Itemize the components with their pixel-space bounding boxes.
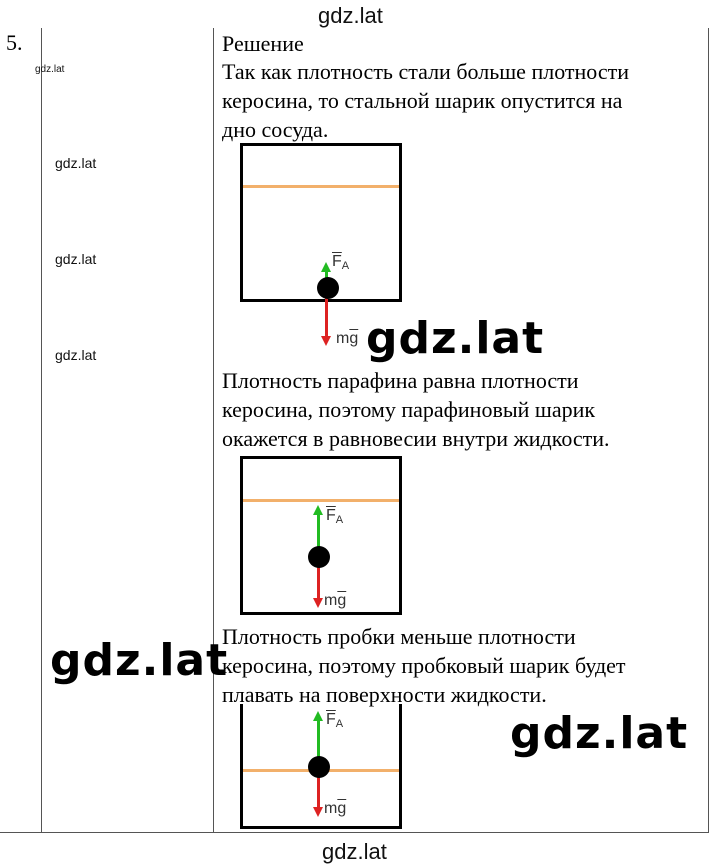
gravity-label-3: mg [324, 800, 347, 817]
watermark-left-3: gdz.lat [55, 347, 97, 363]
gravity-label-1: mg [336, 330, 359, 347]
watermark-left-2: gdz.lat [55, 251, 97, 267]
buoyant-label-3: FA [326, 711, 344, 730]
gravity-arrowhead-1 [321, 336, 331, 346]
paragraph-paraffin-line-3: окажется в равновесии внутри жидкости. [222, 426, 610, 451]
gravity-arrow-3 [317, 776, 320, 807]
steel-ball [317, 277, 339, 299]
buoyant-arrow-2 [317, 514, 320, 556]
paragraph-steel-line-2: керосина, то стальной шарик опустится на [222, 88, 623, 113]
paragraph-cork-line-3: плавать на поверхности жидкости. [222, 682, 547, 707]
gravity-arrowhead-3 [313, 807, 323, 817]
kerosene-level-1 [243, 185, 399, 188]
gravity-arrow-1 [325, 292, 328, 336]
paraffin-ball [308, 546, 330, 568]
solution-heading: Решение [222, 31, 304, 56]
buoyant-arrowhead-2 [313, 505, 323, 515]
watermark-big-1: gdz.lat [366, 313, 545, 364]
buoyant-arrow-3 [317, 720, 320, 758]
gravity-arrowhead-2 [313, 598, 323, 608]
paragraph-cork-line-1: Плотность пробки меньше плотности [222, 624, 576, 649]
watermark-bottom: gdz.lat [322, 839, 387, 864]
table-left-border [41, 28, 42, 832]
gravity-arrow-2 [317, 560, 320, 598]
watermark-top: gdz.lat [318, 3, 383, 28]
watermark-left-1: gdz.lat [55, 155, 97, 171]
vessel-3 [240, 704, 402, 829]
buoyant-label-2: FA [326, 507, 344, 526]
paragraph-steel-line-3: дно сосуда. [222, 117, 329, 142]
vessel-1 [240, 143, 402, 302]
task-number: 5. [6, 30, 23, 55]
table-right-border [708, 28, 709, 832]
buoyant-label-1: FA [332, 253, 350, 272]
kerosene-level-2 [243, 499, 399, 502]
paragraph-steel-line-1: Так как плотность стали больше плотности [222, 59, 629, 84]
paragraph-paraffin-line-1: Плотность парафина равна плотности [222, 368, 579, 393]
vessel-2 [240, 456, 402, 615]
watermark-tiny: gdz.lat [35, 64, 65, 75]
watermark-big-3: gdz.lat [510, 708, 689, 759]
buoyant-arrowhead-3 [313, 711, 323, 721]
gravity-label-2: mg [324, 592, 347, 609]
buoyant-arrowhead-1 [321, 262, 331, 272]
paragraph-paraffin-line-2: керосина, поэтому парафиновый шарик [222, 397, 596, 422]
cork-ball [308, 756, 330, 778]
paragraph-cork-line-2: керосина, поэтому пробковый шарик будет [222, 653, 626, 678]
watermark-big-2: gdz.lat [50, 635, 229, 686]
table-bottom-border [0, 832, 709, 833]
table-column-divider [213, 28, 214, 832]
